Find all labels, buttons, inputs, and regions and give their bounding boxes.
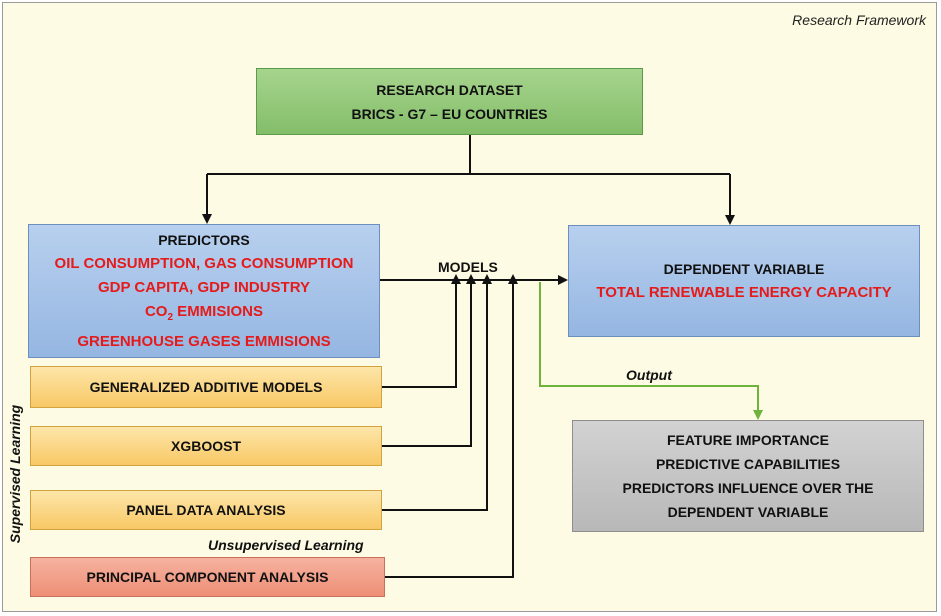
dependent-variable: TOTAL RENEWABLE ENERGY CAPACITY — [596, 284, 892, 301]
method-gam-label: GENERALIZED ADDITIVE MODELS — [89, 379, 323, 395]
method-xgboost-box: XGBOOST — [30, 426, 382, 466]
framework-title: Research Framework — [792, 12, 926, 28]
co2-prefix: CO — [144, 303, 168, 320]
method-pca-box: PRINCIPAL COMPONENT ANALYSIS — [30, 557, 385, 597]
dataset-title: RESEARCH DATASET — [376, 81, 523, 98]
output-feature-importance: FEATURE IMPORTANCE — [666, 432, 830, 448]
co2-suffix: EMMISIONS — [173, 303, 264, 320]
method-gam-box: GENERALIZED ADDITIVE MODELS — [30, 366, 382, 408]
arrow-gam-to-models — [382, 274, 461, 388]
output-box: FEATURE IMPORTANCE PREDICTIVE CAPABILITI… — [572, 420, 924, 532]
output-arrow — [539, 282, 763, 420]
co2-subscript: 2 — [167, 312, 174, 323]
output-predictive-capabilities: PREDICTIVE CAPABILITIES — [655, 456, 841, 472]
predictor-gdp: GDP CAPITA, GDP INDUSTRY — [98, 279, 310, 296]
output-label: Output — [626, 367, 672, 383]
method-panel-data-box: PANEL DATA ANALYSIS — [30, 490, 382, 530]
unsupervised-learning-label: Unsupervised Learning — [208, 537, 364, 553]
predictor-consumption: OIL CONSUMPTION, GAS CONSUMPTION — [54, 255, 354, 272]
arrow-xgb-to-models — [382, 274, 476, 447]
dependent-variable-box: DEPENDENT VARIABLE TOTAL RENEWABLE ENERG… — [568, 225, 920, 337]
method-xgboost-label: XGBOOST — [170, 438, 241, 454]
dependent-heading: DEPENDENT VARIABLE — [663, 261, 825, 277]
dataset-countries: BRICS - G7 – EU COUNTRIES — [351, 105, 548, 122]
output-dependent-variable: DEPENDENT VARIABLE — [667, 504, 829, 520]
arrow-pda-to-models — [382, 274, 492, 511]
predictors-box: PREDICTORS OIL CONSUMPTION, GAS CONSUMPT… — [28, 224, 380, 358]
predictors-heading: PREDICTORS — [158, 232, 250, 248]
method-panel-data-label: PANEL DATA ANALYSIS — [126, 502, 286, 518]
method-pca-label: PRINCIPAL COMPONENT ANALYSIS — [86, 569, 329, 585]
output-predictors-influence: PREDICTORS INFLUENCE OVER THE — [622, 480, 874, 496]
predictor-co2: CO2 EMMISIONS — [145, 300, 263, 330]
models-label: MODELS — [438, 259, 498, 275]
predictor-ghg: GREENHOUSE GASES EMMISIONS — [77, 333, 331, 350]
supervised-learning-label: Supervised Learning — [7, 404, 23, 544]
arrow-pca-to-models — [385, 274, 518, 578]
research-dataset-box: RESEARCH DATASET BRICS - G7 – EU COUNTRI… — [256, 68, 643, 135]
